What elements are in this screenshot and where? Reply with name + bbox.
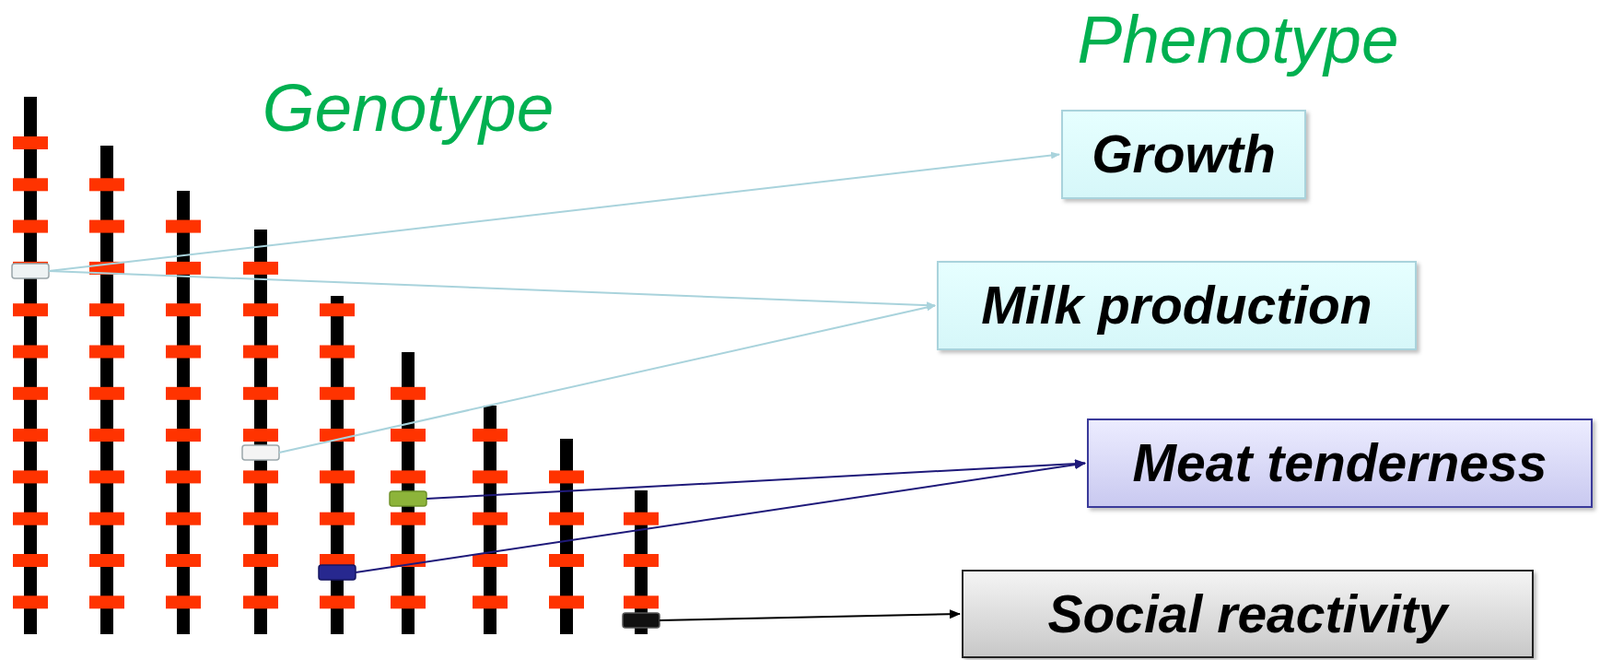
phenotype-box: Social reactivity: [961, 569, 1534, 658]
leader-arrow: [659, 613, 960, 620]
chromosome-band: [165, 345, 201, 359]
marker-locus: [11, 263, 49, 279]
chromosome-band: [12, 345, 48, 359]
chromosome-band: [319, 386, 355, 400]
chromosome-band: [243, 386, 279, 400]
chromosome-band: [319, 469, 355, 483]
chromosome-band: [243, 595, 279, 608]
chromosome-band: [12, 428, 48, 442]
leader-arrow: [48, 154, 1060, 272]
leader-arrow: [48, 270, 935, 306]
marker-locus: [389, 490, 427, 506]
phenotype-box: Meat tenderness: [1086, 418, 1593, 508]
chromosome-band: [89, 303, 125, 316]
chromosome-band: [12, 553, 48, 567]
chromosome-band: [12, 469, 48, 483]
chromosome-band: [472, 469, 508, 483]
chromosome-band: [472, 553, 508, 567]
chromosome-band: [165, 469, 201, 483]
chromosome-band: [319, 303, 355, 316]
chromosome: [23, 96, 37, 634]
chromosome-band: [12, 303, 48, 316]
chromosome-band: [12, 512, 48, 526]
chromosome-band: [89, 512, 125, 526]
chromosome-band: [623, 553, 659, 567]
chromosome-band: [165, 220, 201, 234]
leader-arrow: [426, 463, 1086, 500]
chromosome-band: [89, 553, 125, 567]
chromosome-band: [243, 512, 279, 526]
chromosome-band: [89, 386, 125, 400]
chromosome-band: [165, 261, 201, 275]
chromosome-band: [165, 553, 201, 567]
chromosome-band: [390, 428, 426, 442]
chromosome-band: [243, 428, 279, 442]
chromosome-band: [548, 595, 584, 608]
chromosome-band: [165, 512, 201, 526]
chromosome-band: [319, 595, 355, 608]
chromosome-band: [89, 177, 125, 191]
chromosome-band: [12, 220, 48, 234]
phenotype-box: Growth: [1061, 109, 1307, 199]
phenotype-text: Meat tenderness: [1132, 433, 1548, 492]
chromosome-band: [243, 303, 279, 316]
chromosome-band: [12, 136, 48, 150]
chromosome-band: [390, 595, 426, 608]
chromosome-band: [243, 261, 279, 275]
phenotype-text: Growth: [1091, 125, 1275, 184]
marker-locus: [242, 444, 280, 460]
chromosome-band: [319, 345, 355, 359]
chromosome-band: [165, 386, 201, 400]
chromosome-band: [12, 177, 48, 191]
chromosome-band: [390, 386, 426, 400]
phenotype-box: Milk production: [936, 260, 1417, 351]
chromosome-band: [89, 345, 125, 359]
chromosome-band: [623, 512, 659, 526]
chromosome-band: [472, 512, 508, 526]
chromosome-band: [548, 512, 584, 526]
chromosome-band: [472, 428, 508, 442]
chromosome-band: [548, 553, 584, 567]
chromosome-band: [319, 512, 355, 526]
leader-arrow: [355, 463, 1086, 573]
chromosome-band: [243, 553, 279, 567]
heading-label: Genotype: [262, 73, 555, 141]
phenotype-text: Milk production: [981, 276, 1372, 335]
leader-arrow: [279, 305, 935, 454]
chromosome-band: [165, 595, 201, 608]
chromosome-band: [89, 469, 125, 483]
chromosome-band: [12, 595, 48, 608]
chromosome-band: [623, 595, 659, 608]
heading-label: Phenotype: [1076, 5, 1399, 73]
chromosome: [176, 190, 190, 634]
chromosome-band: [165, 428, 201, 442]
chromosome-band: [89, 595, 125, 608]
chromosome-band: [472, 595, 508, 608]
chromosome-band: [390, 469, 426, 483]
chromosome-band: [243, 469, 279, 483]
chromosome-band: [12, 386, 48, 400]
chromosome-band: [390, 512, 426, 526]
marker-locus: [622, 612, 660, 628]
chromosome-band: [243, 345, 279, 359]
chromosome-band: [548, 469, 584, 483]
chromosome-band: [89, 428, 125, 442]
chromosome-band: [89, 220, 125, 234]
chromosome-band: [165, 303, 201, 316]
phenotype-text: Social reactivity: [1047, 584, 1448, 643]
marker-locus: [318, 564, 356, 580]
